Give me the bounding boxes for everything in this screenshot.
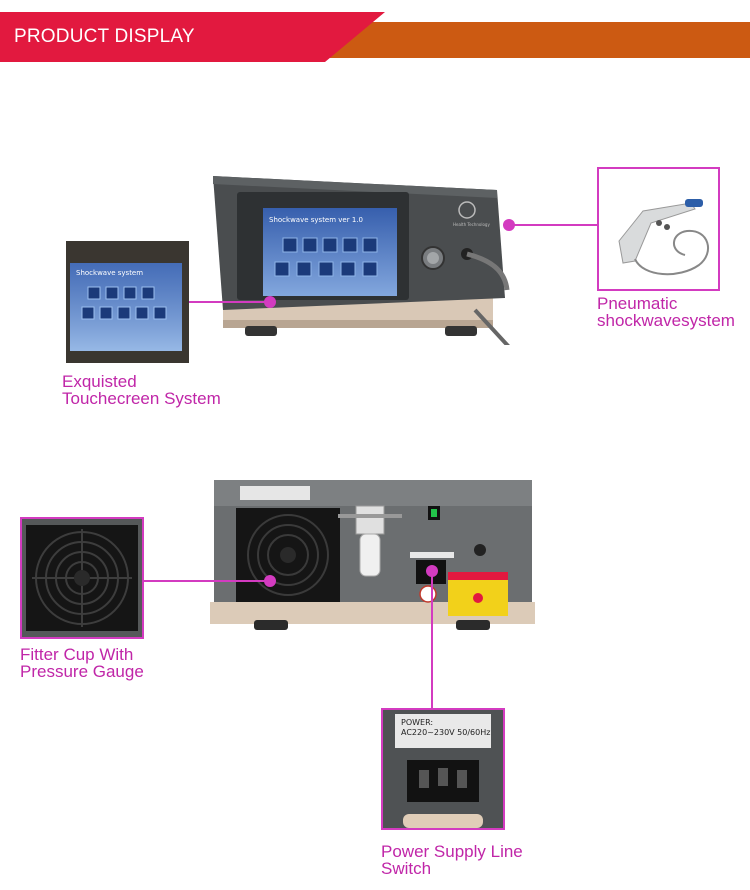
label-pneumatic-line2: shockwavesystem [597, 311, 735, 330]
label-filter-line2: Pressure Gauge [20, 662, 144, 681]
label-power-line2: Switch [381, 859, 432, 878]
label-touchscreen-line1: Exquisted [62, 372, 137, 391]
power-panel-line2: AC220~230V 50/60Hz [401, 728, 491, 737]
touchscreen-connector-line [189, 301, 269, 303]
power-connector-line [431, 571, 433, 709]
touchscreen-connector-dot [264, 296, 276, 308]
section-banner: PRODUCT DISPLAY [0, 0, 750, 62]
inset-screen-title: Shockwave system [76, 269, 143, 277]
pneumatic-connector-line [510, 224, 598, 226]
device-brand-sub: Health Technology [453, 222, 490, 227]
label-pneumatic-line1: Pneumatic [597, 294, 678, 313]
label-power-line1: Power Supply Line [381, 842, 523, 861]
label-filter-line1: Fitter Cup With [20, 645, 134, 664]
label-power: Power Supply Line Switch [381, 843, 523, 877]
pneumatic-photo-frame [597, 167, 720, 291]
power-socket-image [383, 710, 503, 828]
banner-shape [0, 12, 750, 62]
pneumatic-connector-dot [503, 219, 515, 231]
touchscreen-inset-photo: Shockwave system [66, 241, 189, 363]
power-panel-line1: POWER: [401, 718, 434, 727]
label-pneumatic: Pneumatic shockwavesystem [597, 295, 735, 329]
label-touchscreen: Exquisted Touchecreen System [62, 373, 221, 407]
label-touchscreen-line2: Touchecreen System [62, 389, 221, 408]
pneumatic-handpiece-image [618, 199, 709, 276]
filter-connector-dot [264, 575, 276, 587]
device-rear-photo [210, 480, 535, 630]
device-front-photo: Shockwave system ver 1.0 Health Technolo… [213, 176, 510, 345]
device-screen-title: Shockwave system ver 1.0 [269, 216, 363, 224]
fan-closeup-image [22, 519, 142, 637]
power-photo-frame: POWER: AC220~230V 50/60Hz [381, 708, 505, 830]
label-filter: Fitter Cup With Pressure Gauge [20, 646, 144, 680]
filter-photo-frame [20, 517, 144, 639]
banner-title: PRODUCT DISPLAY [14, 26, 195, 47]
filter-connector-line [144, 580, 270, 582]
